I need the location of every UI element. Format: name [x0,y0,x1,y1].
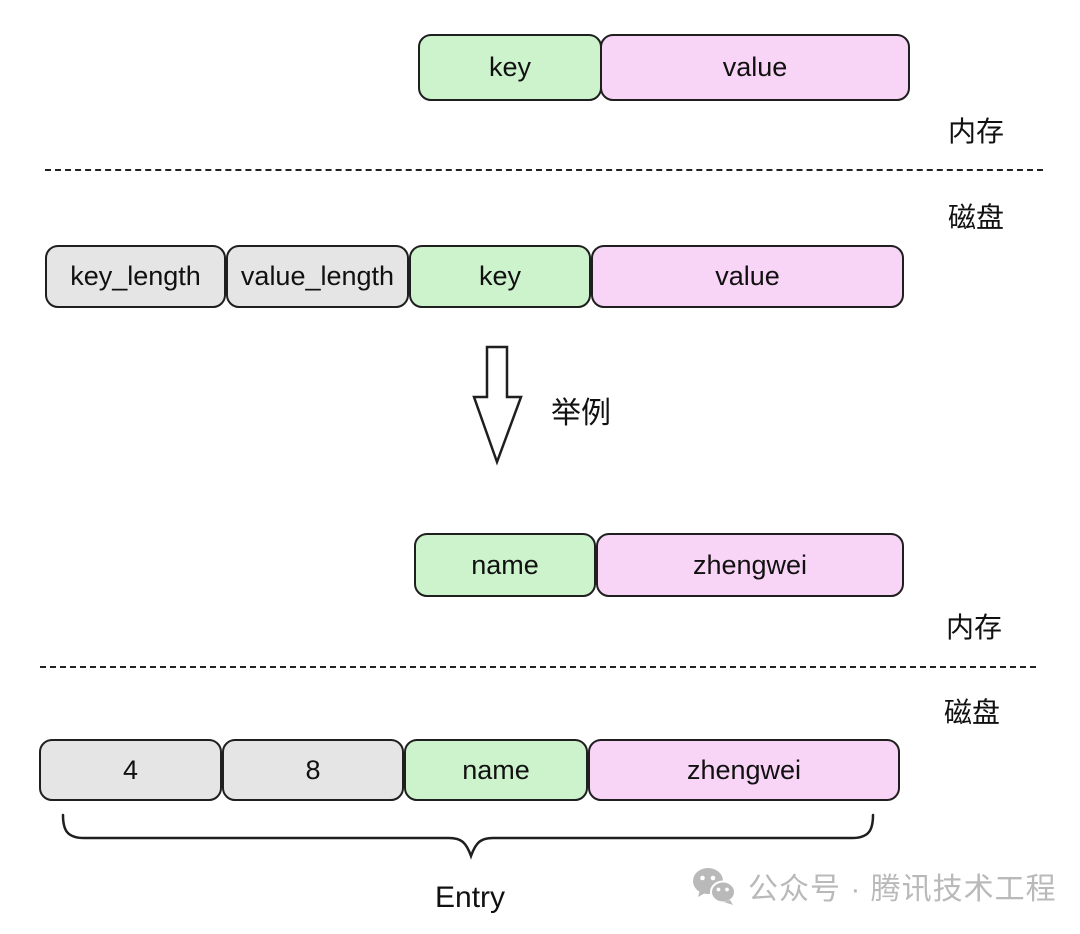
generic-memory-key-box: key [418,34,602,101]
example-memory-key-box: name [414,533,596,597]
watermark-text: 公众号 · 腾讯技术工程 [748,873,1057,906]
generic-memory-disk-divider [45,169,1043,171]
generic-memory-value-box: value [600,34,910,101]
example-disk-value-length-box: 8 [222,739,404,801]
wechat-icon [693,868,736,905]
example-disk-label: 磁盘 [944,697,1001,728]
entry-brace [61,813,875,860]
example-disk-value-box: zhengwei [588,739,900,801]
example-memory-value-box: zhengwei [596,533,904,597]
example-memory-disk-divider [40,666,1036,668]
generic-memory-label: 内存 [948,116,1005,147]
arrow-example-label: 举例 [551,397,611,430]
watermark: 公众号 · 腾讯技术工程 [690,864,1057,908]
generic-disk-value-length-box: value_length [226,245,409,308]
generic-disk-key-length-box: key_length [45,245,226,308]
example-disk-key-length-box: 4 [39,739,222,801]
entry-label: Entry [435,881,506,914]
generic-disk-value-box: value [591,245,904,308]
example-memory-label: 内存 [946,612,1003,643]
generic-disk-key-box: key [409,245,591,308]
generic-disk-label: 磁盘 [948,202,1005,233]
down-arrow-icon [472,345,523,466]
example-disk-key-box: name [404,739,588,801]
